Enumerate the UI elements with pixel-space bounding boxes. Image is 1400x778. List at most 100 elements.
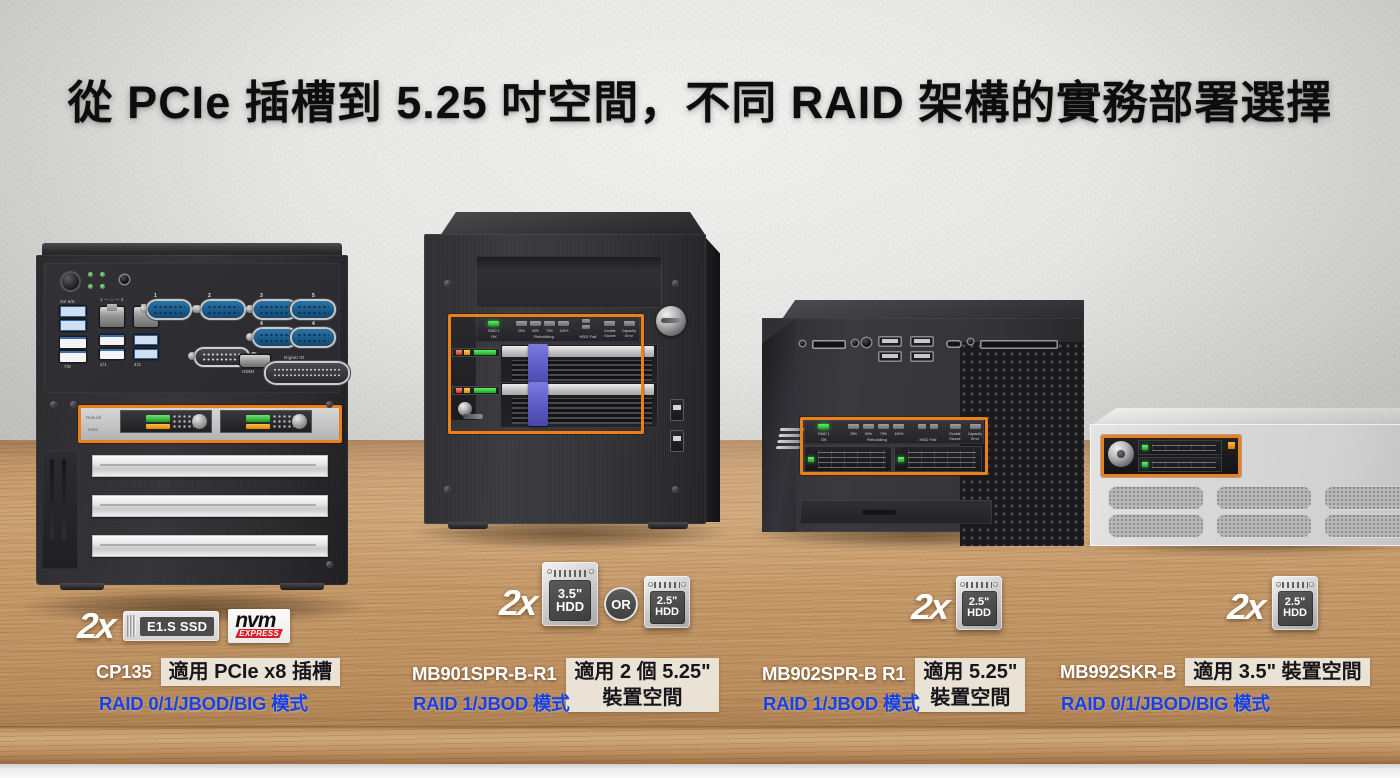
- hp-usb-port-3[interactable]: [910, 336, 934, 347]
- cp135-drive-bay-1[interactable]: [120, 410, 212, 433]
- usb-port-1[interactable]: [100, 349, 124, 359]
- rebuild-led-75: [544, 321, 555, 326]
- mb902-fit-chip: 適用 5.25" 裝置空間: [915, 658, 1026, 712]
- cube-usb-port-2[interactable]: [670, 430, 684, 452]
- bay2-green-led: [246, 415, 270, 422]
- mb901-drive-tray-2[interactable]: [500, 382, 658, 428]
- capacity-error-led: [624, 321, 635, 326]
- usb-port-6[interactable]: [60, 306, 86, 317]
- bay2-lock-knob[interactable]: [292, 414, 307, 429]
- mb992-quantity: 2x: [1225, 586, 1267, 627]
- ipc-side-bay: [42, 451, 78, 569]
- usb-group-3-label: 2/1: [100, 362, 107, 367]
- mb992-drive-tray-2[interactable]: [1138, 457, 1222, 472]
- mb992-model-line: MB992SKR-B 適用 3.5" 裝置空間: [1060, 658, 1370, 686]
- mb992-badge-row: 2x 2.5" HDD: [1225, 562, 1319, 630]
- com-port-5[interactable]: [292, 301, 334, 318]
- desk-edge-grain: [0, 726, 1400, 764]
- hdd25-size: 2.5": [656, 594, 678, 607]
- bay2-amber-led: [246, 424, 270, 429]
- mb902-rebuild-led-100: [893, 424, 904, 429]
- com-port-3[interactable]: [254, 301, 296, 318]
- usb-port-7[interactable]: [60, 337, 86, 348]
- audio-jack[interactable]: [120, 275, 129, 284]
- server-mesh-1: [1108, 486, 1204, 510]
- hp-usb-port-2[interactable]: [878, 351, 902, 362]
- digital-io-port[interactable]: [266, 363, 348, 383]
- com-port-2[interactable]: [202, 301, 244, 318]
- com-port-4b[interactable]: [292, 329, 334, 346]
- com-port-4a[interactable]: [254, 329, 296, 346]
- tray2-latch[interactable]: [528, 382, 548, 426]
- com-port-5-label: 5: [312, 293, 315, 299]
- bay1-orange-led: [464, 350, 470, 355]
- usb-group-4-label: 4/3: [134, 362, 141, 367]
- mb902-drive-tray-2[interactable]: [894, 446, 982, 472]
- hp-usb-port-4[interactable]: [910, 351, 934, 362]
- status-led-3: [100, 272, 105, 277]
- power-button[interactable]: [62, 273, 79, 290]
- mb902-tick-50: 50%: [864, 432, 873, 436]
- cube-empty-5-25-bay: [476, 256, 662, 308]
- raid-ok-led: [488, 321, 499, 326]
- usb-port-8[interactable]: [60, 351, 86, 362]
- mb902-raid-ok-top: RAID 1: [818, 432, 830, 436]
- hp-usb-port-1[interactable]: [878, 336, 902, 347]
- hp-sd-card-slot[interactable]: [812, 340, 846, 349]
- hdd25-kind: HDD: [655, 606, 679, 619]
- hp-front-io-cluster: [800, 336, 1058, 364]
- vga-port[interactable]: [196, 349, 248, 365]
- usb-port-5[interactable]: [60, 320, 86, 331]
- hp-headphone-jack[interactable]: [862, 338, 871, 347]
- hp-usb-c-port[interactable]: [946, 340, 962, 348]
- mb992-tray1-vents: [1152, 444, 1216, 451]
- cp135-raid-module[interactable]: Rebuild Mute: [80, 407, 340, 441]
- bay1-lock-knob[interactable]: [192, 414, 207, 429]
- hp-optical-drive-bay[interactable]: [800, 500, 992, 524]
- mb992-drive-tray-1[interactable]: [1138, 440, 1222, 455]
- mb902-badge-row: 2x 2.5" HDD: [909, 562, 1003, 630]
- mb902-model-line: MB902SPR-B R1 適用 5.25" 裝置空間: [762, 658, 1026, 712]
- or-separator-badge: OR: [604, 587, 639, 621]
- cube-power-knob[interactable]: [656, 306, 686, 336]
- hp-mic-jack[interactable]: [852, 340, 858, 346]
- e1s-ssd-label: E1.S SSD: [140, 616, 215, 636]
- com-screw-2a: [194, 305, 202, 313]
- hdd35-label: 3.5" HDD: [548, 579, 592, 621]
- mb992-key-lock[interactable]: [1108, 441, 1134, 467]
- double-source-l2: Source: [604, 334, 616, 338]
- hp-indicator-dot: [800, 341, 805, 346]
- rebuild-tick-75: 75%: [545, 329, 554, 333]
- lan-port-1[interactable]: [100, 304, 124, 327]
- tray1-latch[interactable]: [528, 344, 548, 388]
- mb992-raid-line: RAID 0/1/JBOD/BIG 模式: [1061, 690, 1270, 716]
- usb-port-2[interactable]: [100, 335, 124, 345]
- cube-foot-right: [648, 522, 688, 529]
- mb902-double-source-led: [950, 424, 961, 429]
- mb902-quantity: 2x: [909, 586, 951, 627]
- mb902-hdd-fail-label: HDD Fail: [919, 437, 937, 442]
- mb901-badge-row: 2x 3.5" HDD OR 2.5" HDD: [498, 560, 691, 628]
- hdd25-screw-left: [647, 581, 653, 587]
- com-screw-3a: [246, 305, 254, 313]
- rebuild-tick-100: 100%: [559, 329, 569, 333]
- mb992-raid-module[interactable]: [1104, 438, 1238, 474]
- cp135-drive-bay-2[interactable]: [220, 410, 312, 433]
- mb902-fit-chip-l2: 裝置空間: [930, 687, 1011, 709]
- cp135-badge-row: 2x E1.S SSD nvm EXPRESS: [76, 605, 291, 646]
- tray2-handle[interactable]: [502, 384, 654, 395]
- hp-expansion-slot[interactable]: [980, 340, 1058, 349]
- cube-usb-port-1[interactable]: [670, 399, 684, 421]
- com-port-1[interactable]: [148, 301, 190, 318]
- usb-port-3[interactable]: [134, 349, 158, 359]
- mb901-mute-button[interactable]: [458, 402, 483, 419]
- capacity-error-l1: Capacity: [622, 329, 636, 333]
- tray1-handle[interactable]: [502, 346, 654, 357]
- mb902-hdd-screw-left: [959, 581, 965, 587]
- mb902-tick-75: 75%: [879, 432, 888, 436]
- hdmi-port[interactable]: [240, 355, 270, 367]
- usb-port-4[interactable]: [134, 335, 158, 345]
- rebuilding-label: Rebuilding: [534, 334, 554, 339]
- com-port-3-pins: [259, 304, 291, 315]
- mb902-drive-tray-1[interactable]: [804, 446, 892, 472]
